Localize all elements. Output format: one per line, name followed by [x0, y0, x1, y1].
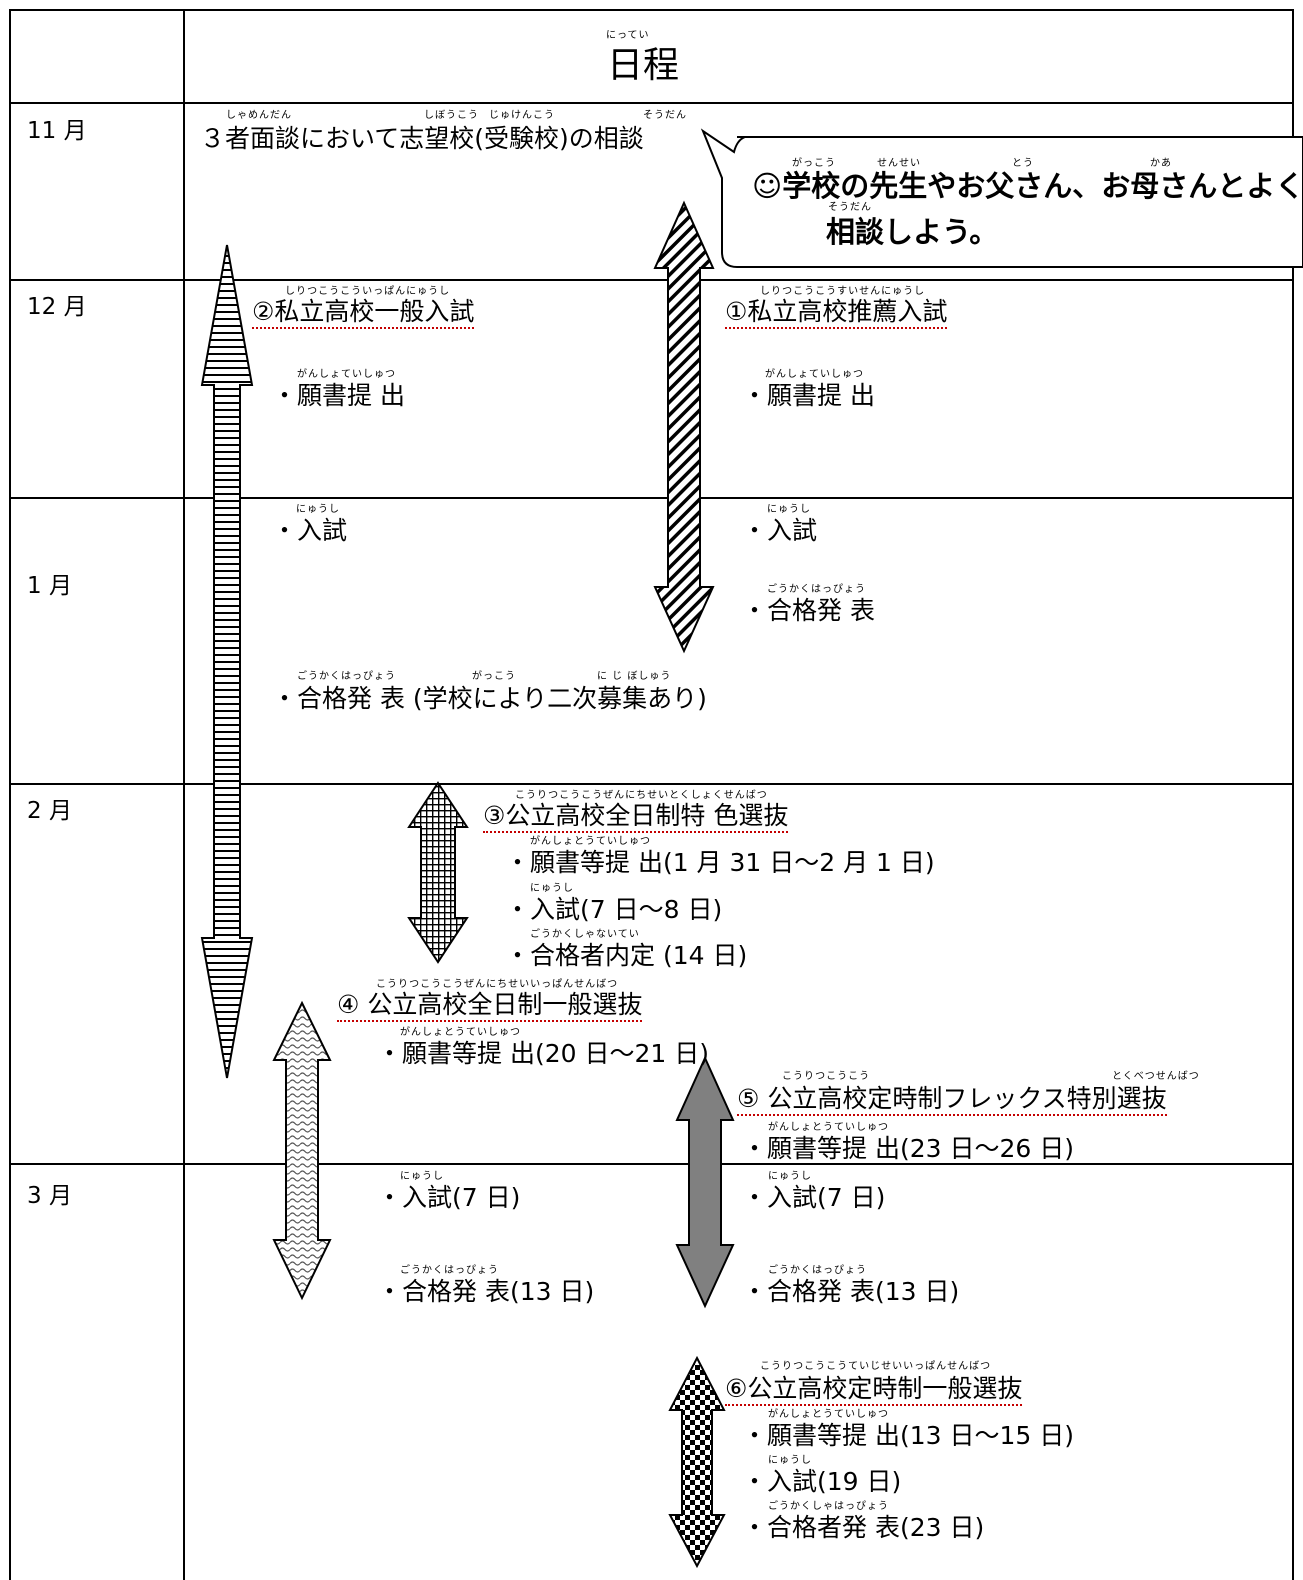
sec5-nyushi-ruby: にゅうし [768, 1171, 812, 1182]
sec5-gansho: ・願書等提 出(23 日～26 日) [742, 1134, 1074, 1163]
sec3-gansho-ruby: がんしょとうていしゅつ [530, 836, 651, 847]
sec3-title: ③公立高校全日制特 色選抜 [483, 803, 789, 833]
nov-ruby-4: そうだん [643, 110, 687, 121]
row-divider-dec [9, 279, 1294, 281]
sec6-nyushi-ruby: にゅうし [768, 1455, 812, 1466]
table-border-left [9, 9, 11, 1580]
nov-consultation-text: ３者面談において志望校(受験校)の相談 [200, 124, 644, 153]
sec5-nyushi: ・入試(7 日) [742, 1183, 886, 1212]
bubble-text-line1: ☺学校の先生やお父さん、お母さんとよく [752, 169, 1303, 203]
month-label-feb: 2 月 [27, 798, 72, 824]
table-border-top [9, 9, 1294, 11]
sec5-ruby-2: とくべつせんばつ [1112, 1071, 1200, 1082]
sec3-nyushi: ・入試(7 日～8 日) [505, 895, 723, 924]
sec4-nyushi: ・入試(7 日) [377, 1183, 521, 1212]
sec2-nyushi: ・入試 [272, 516, 348, 545]
arrow-flex-special [675, 1055, 735, 1309]
arrow-public-special [407, 781, 469, 964]
bubble-ruby-5: そうだん [828, 202, 872, 213]
sec4-title: ④ 公立高校全日制一般選抜 [337, 992, 643, 1022]
header-ruby: にってい [606, 30, 650, 41]
row-divider-feb [9, 783, 1294, 785]
month-label-mar: 3 月 [27, 1183, 72, 1209]
bubble-ruby-4: かあ [1150, 158, 1172, 169]
arrow-private-recommend [653, 200, 715, 654]
sec1-nyushi-ruby: にゅうし [767, 504, 811, 515]
sec3-nyushi-ruby: にゅうし [530, 883, 574, 894]
sec4-ruby: こうりつこうこうぜんにちせいいっぱんせんばつ [376, 979, 619, 990]
arrow-parttime-general [668, 1355, 726, 1569]
sec3-gansho: ・願書等提 出(1 月 31 日～2 月 1 日) [505, 848, 935, 877]
column-divider [183, 9, 185, 1580]
month-label-dec: 12 月 [27, 294, 87, 320]
bubble-text-line2: 相談しよう。 [826, 215, 999, 249]
page-title: 日程 [607, 45, 680, 86]
sec6-title: ⑥公立高校定時制一般選抜 [725, 1376, 1023, 1406]
nov-ruby-3: じゅけんこう [489, 110, 555, 121]
nov-ruby-2: しぼうこう [424, 110, 479, 121]
sec2-kekka-ruby: ごうかくはっぴょう [297, 671, 396, 682]
sec1-kekka: ・合格発 表 [742, 596, 875, 625]
sec3-ruby: こうりつこうこうぜんにちせいとくしょくせんばつ [515, 790, 768, 801]
bubble-ruby-3: とう [1012, 158, 1034, 169]
bubble-ruby-2: せんせい [877, 158, 921, 169]
sec4-kekka: ・合格発 表(13 日) [377, 1277, 595, 1306]
sec4-gansho-ruby: がんしょとうていしゅつ [400, 1027, 521, 1038]
sec4-kekka-ruby: ごうかくはっぴょう [400, 1265, 499, 1276]
sec1-title: ①私立高校推薦入試 [725, 299, 948, 329]
row-divider-mar [9, 1163, 1294, 1165]
arrow-private-general [200, 244, 254, 1079]
sec2-gansho: ・願書提 出 [272, 381, 405, 410]
sec1-nyushi: ・入試 [742, 516, 818, 545]
sec5-kekka: ・合格発 表(13 日) [742, 1277, 960, 1306]
sec2-kekka-ruby-3: に じ ぼしゅう [597, 671, 672, 682]
sec2-title: ②私立高校一般入試 [252, 299, 475, 329]
table-border-right [1292, 9, 1294, 1580]
row-divider-header [9, 102, 1294, 104]
sec5-ruby-1: こうりつこうこう [782, 1071, 871, 1082]
sec5-title: ⑤ 公立高校定時制フレックス特別選抜 [737, 1086, 1167, 1116]
sec2-kekka: ・合格発 表 (学校により二次募集あり) [272, 684, 707, 713]
sec2-ruby: しりつこうこういっぱんにゅうし [285, 286, 451, 297]
sec6-gansho-ruby: がんしょとうていしゅつ [768, 1409, 889, 1420]
arrow-public-general [272, 1000, 332, 1301]
sec1-kekka-ruby: ごうかくはっぴょう [767, 584, 866, 595]
nov-ruby-1: しゃめんだん [226, 110, 292, 121]
sec6-gansho: ・願書等提 出(13 日～15 日) [742, 1421, 1074, 1450]
sec3-kekka: ・合格者内定 (14 日) [505, 941, 748, 970]
sec6-ruby: こうりつこうこうていじせいいっぱんせんばつ [760, 1361, 992, 1372]
sec1-gansho: ・願書提 出 [742, 381, 875, 410]
bubble-ruby-1: がっこう [792, 158, 836, 169]
month-label-jan: 1 月 [27, 573, 72, 599]
speech-bubble [700, 128, 1303, 268]
sec5-gansho-ruby: がんしょとうていしゅつ [768, 1122, 889, 1133]
sec1-ruby: しりつこうこうすいせんにゅうし [760, 286, 926, 297]
sec2-nyushi-ruby: にゅうし [296, 504, 340, 515]
sec4-gansho: ・願書等提 出(20 日～21 日) [377, 1039, 709, 1068]
sec4-nyushi-ruby: にゅうし [400, 1171, 444, 1182]
sec6-nyushi: ・入試(19 日) [742, 1467, 902, 1496]
sec3-kekka-ruby: ごうかくしゃないてい [530, 929, 640, 940]
month-label-nov: 11 月 [27, 118, 87, 144]
row-divider-jan [9, 497, 1294, 499]
sec6-kekka: ・合格者発 表(23 日) [742, 1513, 985, 1542]
sec2-gansho-ruby: がんしょていしゅつ [297, 369, 396, 380]
sec6-kekka-ruby: ごうかくしゃはっぴょう [768, 1501, 889, 1512]
sec2-kekka-ruby-2: がっこう [472, 671, 516, 682]
sec1-gansho-ruby: がんしょていしゅつ [765, 369, 864, 380]
sec5-kekka-ruby: ごうかくはっぴょう [768, 1265, 867, 1276]
